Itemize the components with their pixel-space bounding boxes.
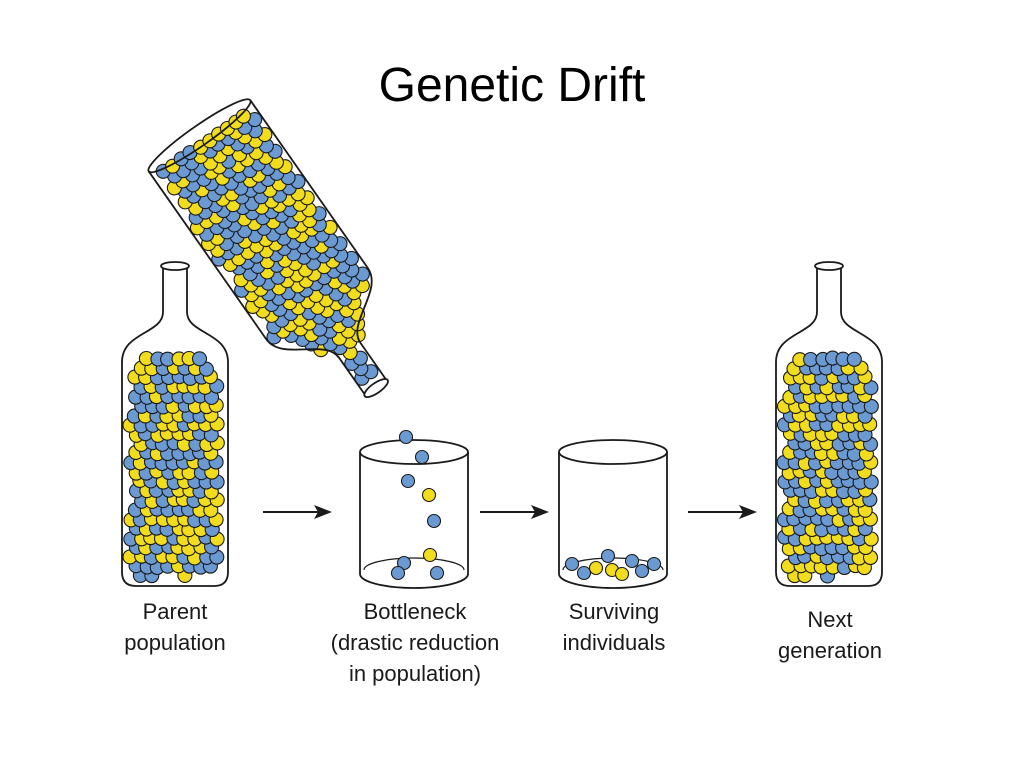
bead: [235, 108, 251, 124]
bead: [600, 548, 616, 564]
surviving-individuals-cup: [558, 439, 668, 589]
bead-cluster: [122, 350, 225, 584]
parent-population-bottle: [121, 261, 229, 587]
bead: [588, 560, 604, 576]
bead: [198, 361, 214, 377]
bead: [390, 565, 406, 581]
caption-next-generation: Next generation: [778, 607, 882, 663]
bottle-outline: [147, 99, 388, 397]
bead-cluster: [155, 108, 379, 386]
caption-surviving-individuals: Surviving individuals: [562, 599, 666, 655]
surviving-beads: [564, 548, 662, 582]
bead: [421, 487, 437, 503]
cup-wall: [558, 452, 668, 574]
bead: [191, 351, 208, 367]
bottle-base: [147, 98, 252, 174]
next-generation-bottle: [775, 261, 883, 587]
bead: [400, 473, 416, 489]
bead: [564, 556, 580, 572]
bottle-outline: [121, 266, 229, 587]
bead: [398, 429, 414, 445]
cup-wall: [359, 452, 469, 574]
bead: [414, 449, 430, 465]
bead: [846, 351, 862, 367]
bead: [863, 474, 879, 490]
bead: [426, 513, 442, 529]
arrow-bottleneck-to-survivors: [480, 505, 549, 519]
bottleneck-cup: [359, 429, 469, 589]
pouring-bottle: [147, 98, 389, 398]
bead: [429, 565, 445, 581]
bottle-mouth: [814, 261, 844, 271]
arrow-parent-to-bottleneck: [263, 505, 332, 519]
slide-title: Genetic Drift: [378, 59, 646, 112]
cup-rim: [359, 439, 469, 465]
caption-parent-population: Parent population: [124, 599, 226, 655]
bottle-mouth: [363, 378, 389, 398]
bead-cluster: [776, 350, 879, 584]
bottle-outline: [775, 266, 883, 587]
cup-base: [558, 573, 668, 589]
arrow-survivors-to-next: [688, 505, 757, 519]
cup-rim: [558, 439, 668, 465]
bead: [634, 563, 650, 579]
bottle-mouth: [160, 261, 190, 271]
falling-beads: [390, 429, 445, 581]
bead: [646, 556, 662, 572]
bead: [422, 547, 438, 563]
caption-bottleneck: Bottleneck (drastic reduction in populat…: [330, 599, 500, 686]
cup-floor: [363, 557, 465, 571]
bead: [614, 566, 630, 582]
bead: [863, 398, 879, 414]
bead: [576, 565, 592, 581]
bead: [624, 553, 640, 569]
cup-base: [359, 573, 469, 589]
